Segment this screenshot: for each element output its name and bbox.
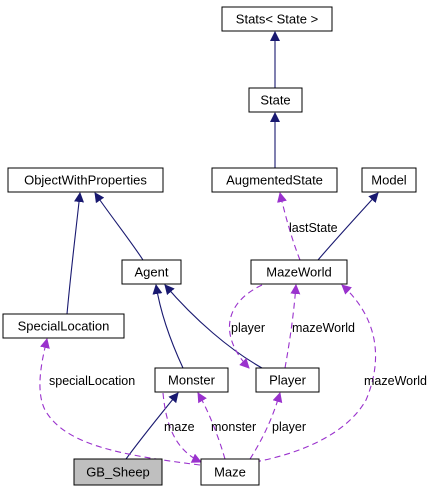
usage-edge-player-to-mazeworld — [284, 284, 301, 369]
class-node-augstate[interactable]: AugmentedState — [211, 167, 338, 193]
inheritance-edge-agent-to-owp — [94, 192, 144, 261]
class-node-label: Stats< State > — [236, 12, 318, 27]
class-node-label: AugmentedState — [226, 173, 323, 188]
class-node-label: Maze — [214, 465, 246, 480]
edge-label-laststate: lastState — [289, 221, 338, 235]
usage-edge-maze-to-player — [249, 392, 283, 460]
usage-edge-mazeworld-to-augstate — [277, 192, 301, 261]
usage-edge-maze-to-specloc — [39, 338, 201, 466]
class-node-label: MazeWorld — [266, 265, 332, 280]
class-node-box — [154, 367, 229, 393]
class-node-label: GB_Sheep — [86, 465, 150, 480]
class-node-box — [2, 313, 125, 339]
class-node-box — [7, 167, 164, 193]
class-node-sheep[interactable]: GB_Sheep — [73, 458, 163, 486]
usage-edge-maze-to-monster — [197, 392, 226, 460]
edge-label-mazeworld: mazeWorld — [292, 321, 355, 335]
class-node-box — [255, 367, 320, 393]
class-node-box — [221, 6, 333, 32]
class-node-maze[interactable]: Maze — [200, 458, 260, 486]
class-node-box — [248, 87, 303, 113]
class-node-mazeworld[interactable]: MazeWorld — [250, 259, 348, 285]
class-node-label: Monster — [168, 373, 216, 388]
class-node-state[interactable]: State — [248, 87, 303, 113]
inheritance-edge-monster-to-agent — [152, 284, 184, 369]
inheritance-edge-sheep-to-monster — [125, 392, 179, 460]
class-node-monster[interactable]: Monster — [154, 367, 229, 393]
usage-edge-maze-to-mazeworld — [254, 284, 377, 463]
class-node-box — [361, 167, 417, 193]
inheritance-edge-mazeworld-to-model — [317, 192, 379, 261]
class-node-box — [121, 259, 182, 285]
class-node-box — [211, 167, 338, 193]
class-node-label: Player — [269, 373, 307, 388]
class-node-label: State — [260, 93, 290, 108]
edge-label-maze: maze — [164, 420, 195, 434]
class-node-owp[interactable]: ObjectWithProperties — [7, 167, 164, 193]
class-node-label: SpecialLocation — [18, 319, 110, 334]
edge-label-player: player — [272, 420, 306, 434]
class-node-player[interactable]: Player — [255, 367, 320, 393]
class-node-agent[interactable]: Agent — [121, 259, 182, 285]
class-node-stats[interactable]: Stats< State > — [221, 6, 333, 32]
class-node-label: ObjectWithProperties — [24, 173, 147, 188]
class-node-box — [200, 458, 260, 486]
usage-edge-monster-to-maze — [162, 392, 202, 463]
class-node-specloc[interactable]: SpecialLocation — [2, 313, 125, 339]
edge-label-speciallocation: specialLocation — [49, 374, 135, 388]
class-node-box — [250, 259, 348, 285]
class-node-model[interactable]: Model — [361, 167, 417, 193]
class-node-label: Agent — [135, 265, 169, 280]
edge-label-mazeworld: mazeWorld — [364, 374, 427, 388]
usage-edge-mazeworld-to-player — [228, 284, 263, 369]
class-node-box — [73, 458, 163, 486]
inheritance-edge-player-to-agent — [164, 284, 263, 369]
edge-label-player: player — [231, 321, 265, 335]
inheritance-edge-specloc-to-owp — [66, 192, 85, 315]
class-node-label: Model — [371, 173, 407, 188]
edge-label-monster: monster — [211, 420, 256, 434]
